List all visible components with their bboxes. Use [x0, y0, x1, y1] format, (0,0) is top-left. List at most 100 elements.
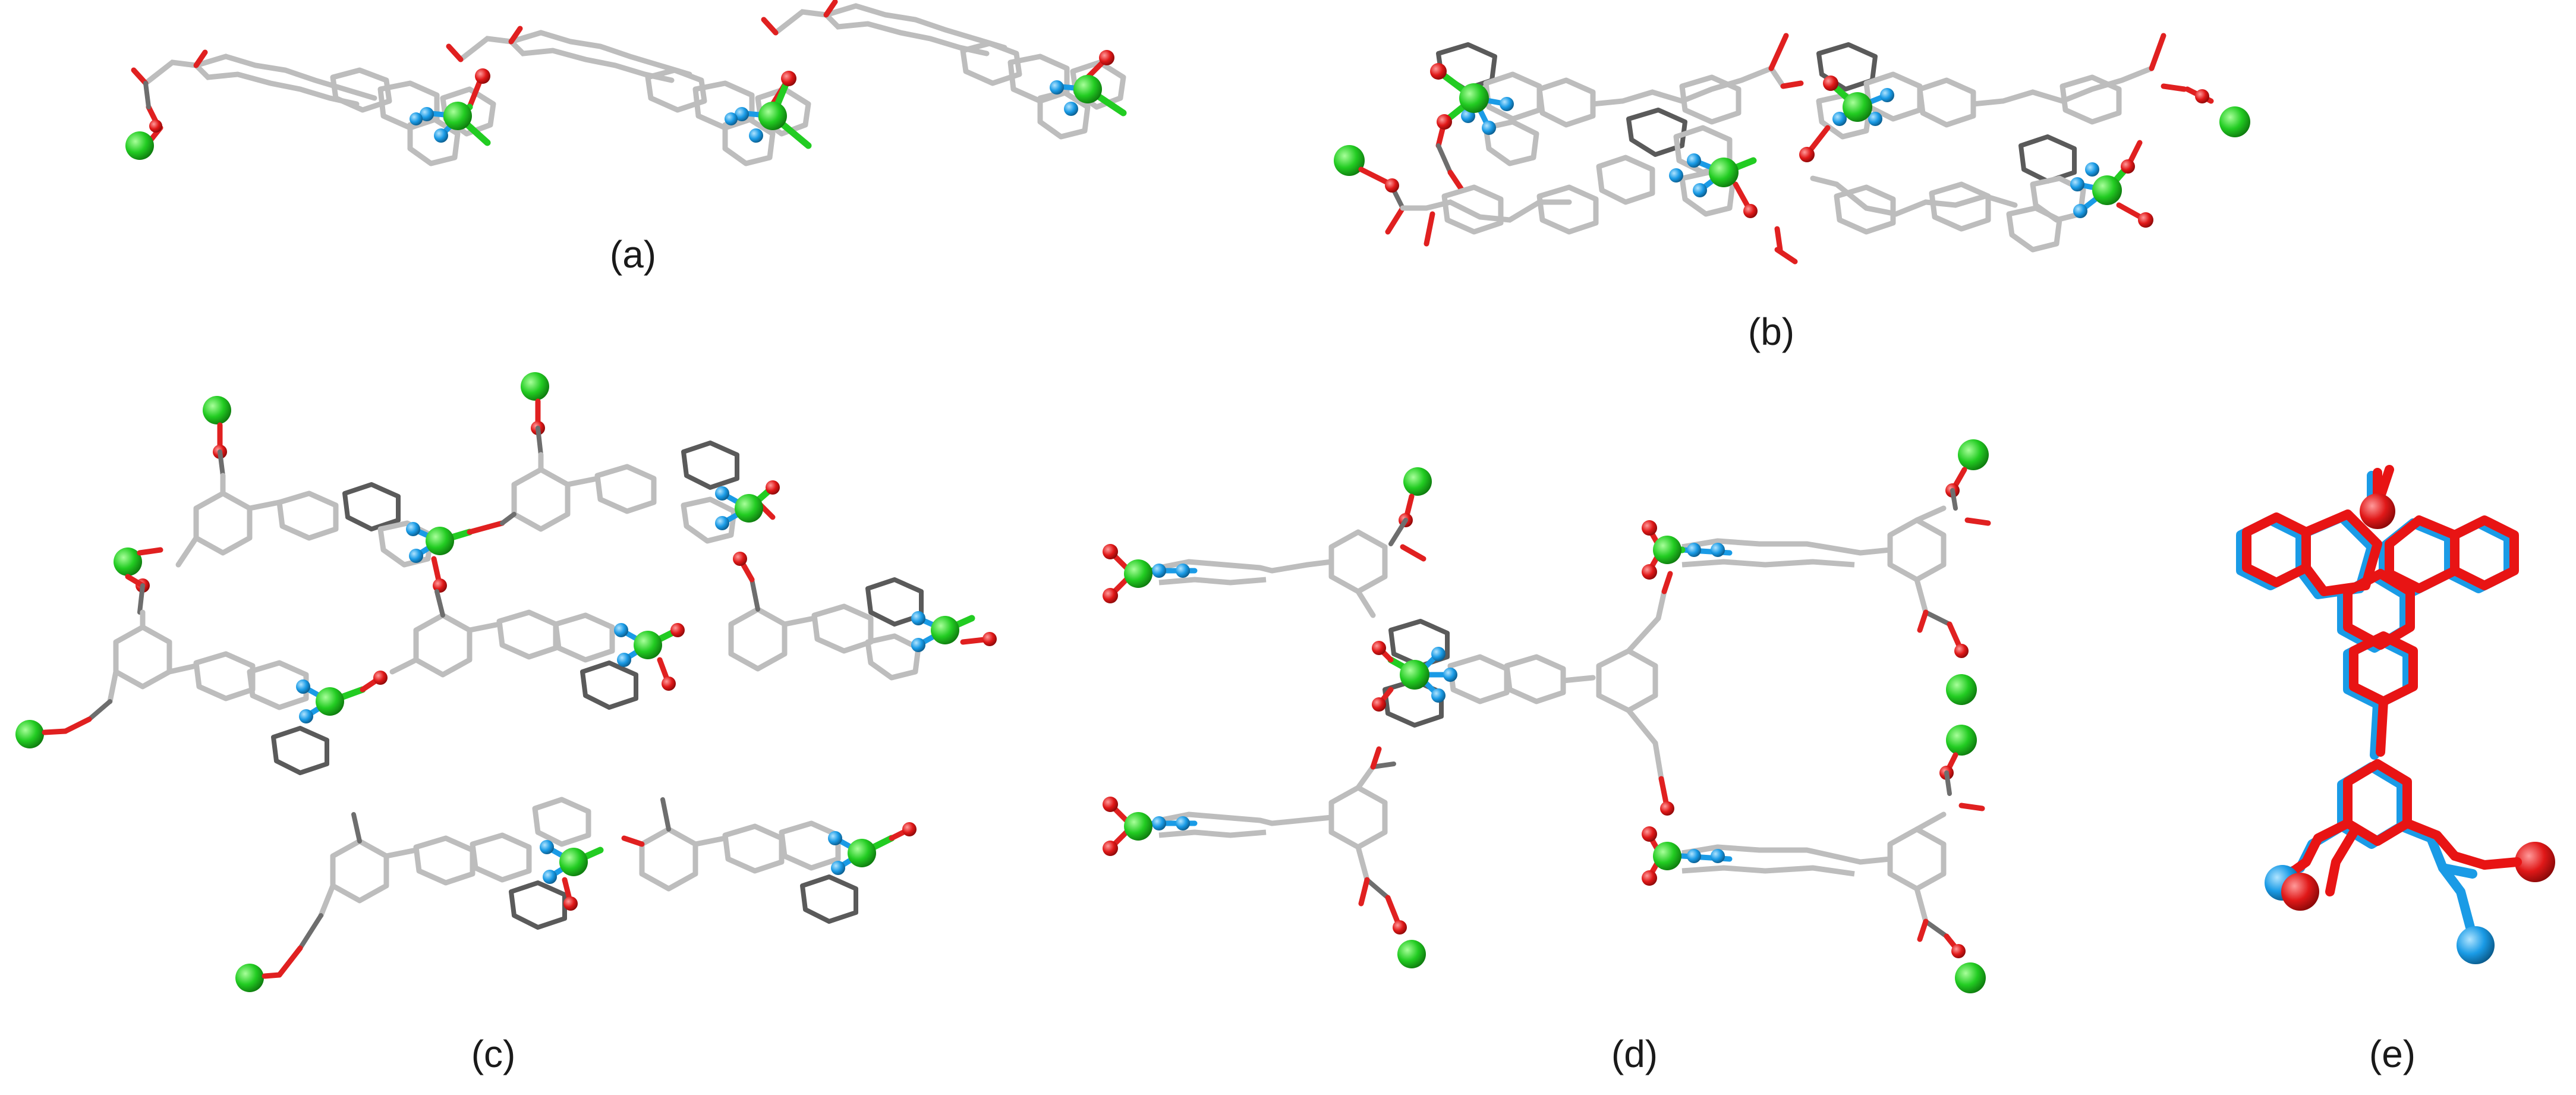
- nitrogen-atom: [828, 831, 842, 845]
- metal-atom: [1400, 660, 1429, 690]
- nitrogen-atom: [715, 486, 729, 501]
- oxygen-atom: [1437, 114, 1452, 130]
- oxygen-atom: [662, 676, 676, 691]
- oxygen-atom: [1385, 178, 1399, 193]
- nitrogen-atom: [1669, 168, 1683, 182]
- oxygen-atom: [1103, 797, 1118, 812]
- oxygen-atom: [1099, 50, 1114, 65]
- oxygen-atom: [373, 671, 388, 685]
- metal-atom: [1946, 725, 1977, 756]
- oxygen-atom: [563, 896, 578, 911]
- oxygen-atom: [2138, 212, 2153, 228]
- panel-b-dimer: [1334, 33, 2250, 265]
- metal-atom: [1403, 467, 1432, 496]
- metal-atom: [1073, 75, 1102, 103]
- nitrogen-atom: [1050, 80, 1064, 95]
- nitrogen-atom: [1152, 564, 1166, 578]
- oxygen-atom: [670, 623, 685, 637]
- oxygen-atom: [1372, 697, 1386, 712]
- panel-label-c: (c): [471, 1033, 516, 1075]
- nitrogen-atom: [614, 623, 628, 637]
- nitrogen-atom: [1176, 816, 1190, 830]
- terminal-atom-blue: [2457, 926, 2495, 964]
- panel-e-overlay: [2236, 465, 2555, 964]
- panel-a-repeat-unit-3: [761, 0, 1127, 140]
- metal-atom: [758, 102, 787, 130]
- nitrogen-atom: [296, 679, 310, 694]
- oxygen-atom: [1103, 588, 1118, 603]
- metal-atom: [114, 548, 142, 576]
- metal-atom: [931, 616, 959, 644]
- oxygen-atom: [2195, 89, 2209, 103]
- oxygen-atom: [902, 822, 917, 836]
- oxygen-atom: [1799, 147, 1815, 162]
- metal-atom: [1653, 842, 1681, 870]
- oxygen-atom: [781, 71, 796, 86]
- oxygen-atom: [982, 632, 997, 646]
- nitrogen-atom: [540, 840, 554, 854]
- nitrogen-atom: [749, 128, 763, 143]
- metal-atom: [2092, 175, 2122, 205]
- metal-atom: [15, 720, 44, 748]
- nitrogen-atom: [409, 549, 423, 563]
- nitrogen-atom: [1693, 183, 1707, 197]
- nitrogen-atom: [1431, 688, 1446, 703]
- metal-atom: [1709, 158, 1739, 187]
- metal-atom: [1124, 559, 1152, 588]
- nitrogen-atom: [1064, 102, 1078, 116]
- metal-atom: [2219, 106, 2250, 137]
- nitrogen-atom: [1176, 564, 1190, 578]
- nitrogen-atom: [725, 112, 738, 125]
- nitrogen-atom: [2073, 204, 2087, 218]
- nitrogen-atom: [911, 638, 925, 652]
- nitrogen-atom: [1832, 112, 1847, 126]
- metal-atom: [735, 494, 763, 523]
- nitrogen-atom: [715, 516, 729, 530]
- panel-a-repeat-unit-1: [131, 49, 496, 166]
- nitrogen-atom: [1443, 668, 1457, 682]
- metal-atom: [1843, 92, 1872, 122]
- oxygen-atom: [433, 578, 447, 593]
- oxygen-atom: [733, 552, 747, 566]
- nitrogen-atom: [1711, 849, 1725, 863]
- panel-a-repeat-unit-2: [446, 26, 812, 166]
- metal-atom: [203, 396, 231, 424]
- metal-atom: [1124, 812, 1152, 841]
- metal-atom: [443, 102, 472, 130]
- nitrogen-atom: [1880, 88, 1894, 102]
- oxygen-atom: [2121, 159, 2135, 174]
- metal-atom: [1958, 439, 1989, 470]
- terminal-atom-red: [2281, 873, 2319, 911]
- oxygen-atom: [1393, 920, 1407, 934]
- metal-atom: [1955, 962, 1986, 993]
- panel-c-network: [15, 372, 997, 992]
- nitrogen-atom: [1711, 543, 1725, 557]
- oxygen-atom: [1430, 63, 1447, 80]
- panel-label-a: (a): [610, 233, 656, 276]
- oxygen-atom: [1951, 944, 1966, 958]
- oxygen-atom: [1823, 75, 1838, 91]
- oxygen-atom: [766, 480, 780, 495]
- nitrogen-atom: [1868, 112, 1882, 126]
- nitrogen-atom: [406, 522, 420, 536]
- nitrogen-atom: [911, 611, 925, 625]
- panel-label-b: (b): [1748, 310, 1794, 353]
- nitrogen-atom: [434, 128, 448, 143]
- nitrogen-atom: [1500, 97, 1514, 111]
- nitrogen-atom: [420, 107, 434, 121]
- metal-atom: [1459, 83, 1489, 113]
- panel-label-e: (e): [2369, 1033, 2416, 1075]
- oxygen-atom: [1954, 644, 1969, 658]
- panel-label-d: (d): [1611, 1033, 1658, 1075]
- metal-atom: [125, 131, 154, 160]
- metal-atom: [426, 527, 454, 555]
- nitrogen-atom: [1687, 849, 1701, 863]
- nitrogen-atom: [735, 107, 749, 121]
- nitrogen-atom: [543, 870, 557, 884]
- metal-atom: [1334, 145, 1365, 176]
- metal-atom-red: [2360, 493, 2395, 529]
- metal-atom: [559, 848, 588, 876]
- nitrogen-atom: [617, 653, 631, 667]
- nitrogen-atom: [2070, 177, 2084, 191]
